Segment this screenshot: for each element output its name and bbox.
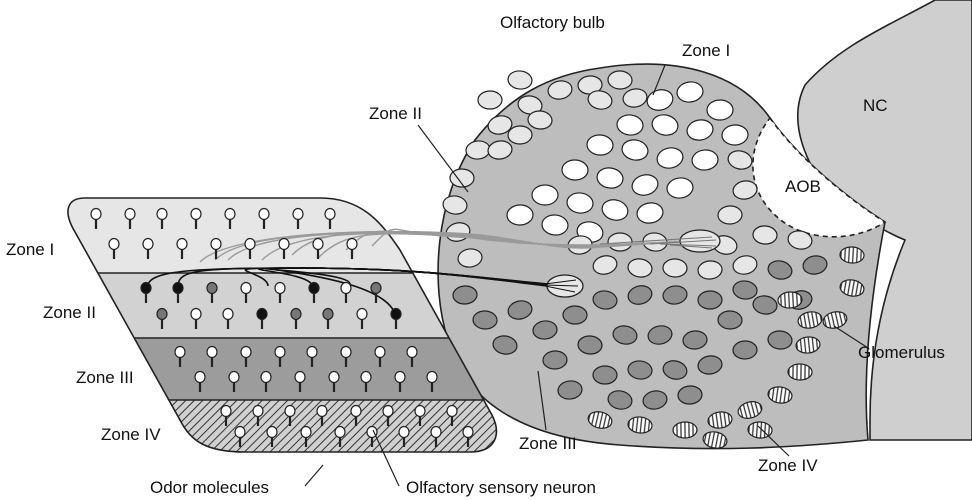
glomerulus xyxy=(733,341,758,360)
glomerulus xyxy=(532,185,558,205)
glomerulus xyxy=(478,91,502,109)
olfactory-bulb-label: Olfactory bulb xyxy=(500,13,605,32)
glomerulus xyxy=(543,350,568,369)
epi-zone-3-label: Zone III xyxy=(76,368,134,387)
glomerulus xyxy=(707,100,733,120)
odor-molecules-label: Odor molecules xyxy=(150,478,269,497)
glomerulus xyxy=(673,422,697,438)
glomerulus xyxy=(508,126,533,145)
glomerulus xyxy=(788,364,812,380)
epi-zone-1-label: Zone I xyxy=(6,240,54,259)
nc-label: NC xyxy=(863,96,888,115)
aob-label: AOB xyxy=(785,177,821,196)
glomerulus xyxy=(698,291,722,309)
glomerulus xyxy=(473,310,498,329)
glomerulus xyxy=(663,259,688,278)
bulb-zone-2-label: Zone II xyxy=(369,104,422,123)
glomerulus xyxy=(562,160,589,181)
glomerulus xyxy=(593,366,617,384)
glomerulus xyxy=(718,311,743,330)
bulb-zone-1-label: Zone I xyxy=(682,41,730,60)
glomerulus xyxy=(507,70,533,90)
bulb-zone-4-label: Zone IV xyxy=(758,456,818,475)
glomerulus xyxy=(563,306,587,324)
olfactory-sensory-neuron-label: Olfactory sensory neuron xyxy=(406,478,596,497)
epi-zone-2-label: Zone II xyxy=(43,303,96,322)
bulb-zone-3-label: Zone III xyxy=(519,434,577,453)
glomerulus xyxy=(507,205,534,226)
glomerulus xyxy=(608,70,633,89)
epi-zone-4-label: Zone IV xyxy=(101,425,161,444)
glomerulus xyxy=(718,205,743,224)
glomerulus-label: Glomerulus xyxy=(858,343,945,362)
